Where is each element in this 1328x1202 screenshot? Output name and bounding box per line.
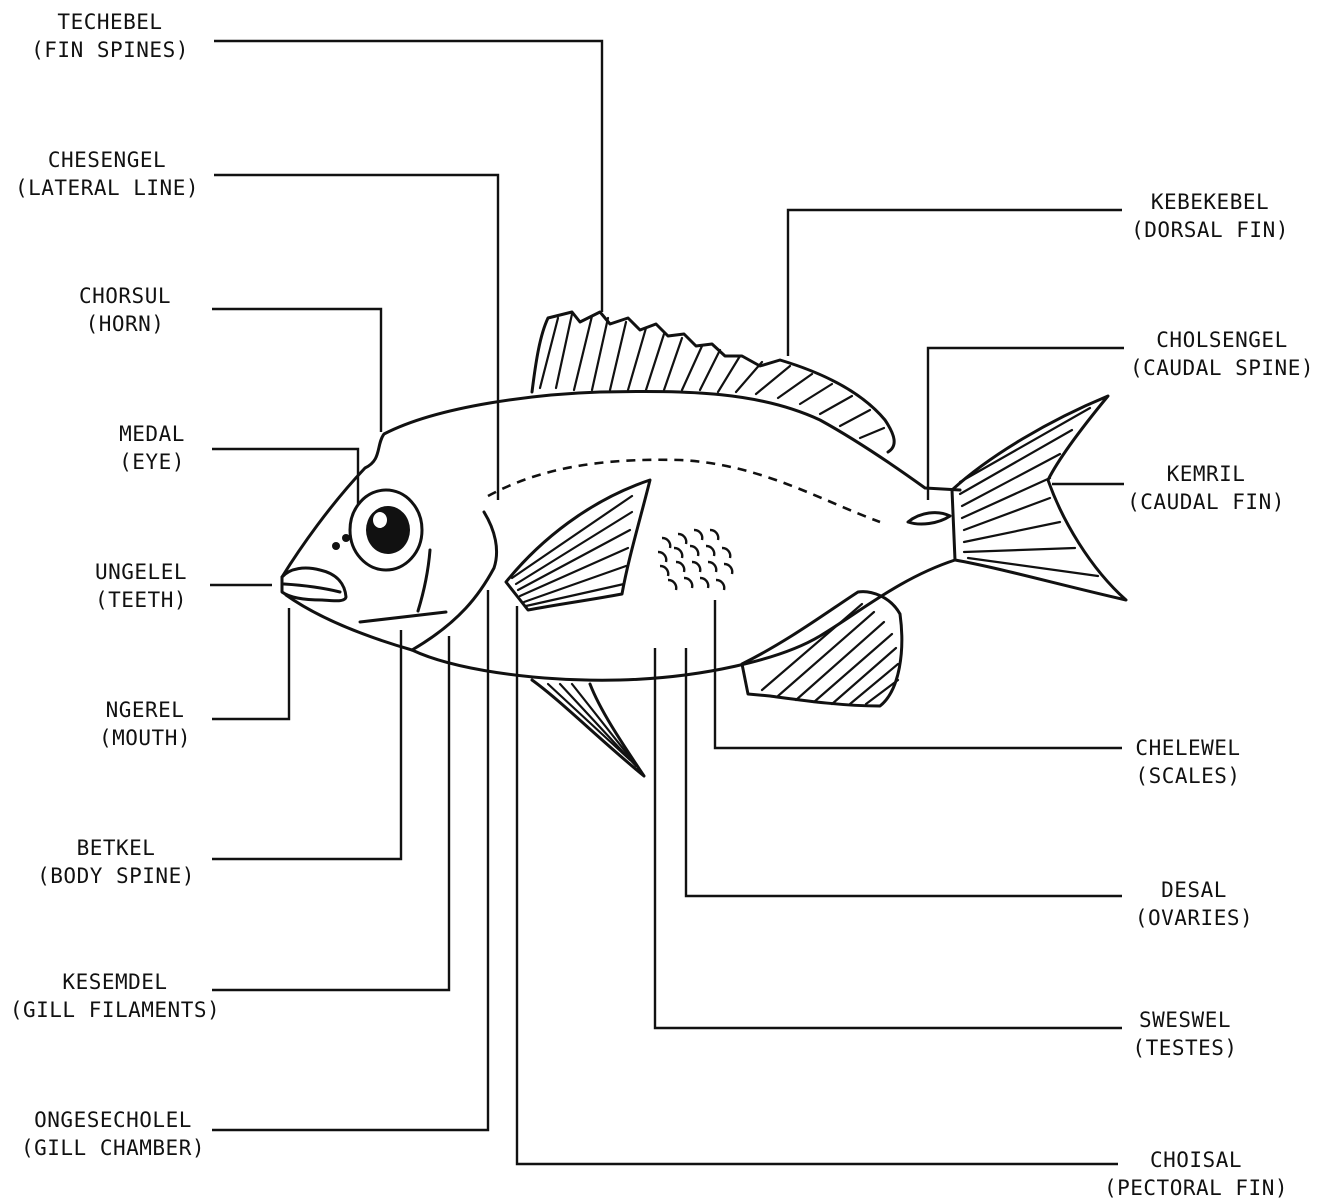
label-english: (CAUDAL SPINE) bbox=[1124, 354, 1320, 382]
label-name: ONGESECHOLEL bbox=[10, 1106, 216, 1134]
label-eye: MEDAL (EYE) bbox=[94, 420, 210, 476]
label-name: CHOISAL bbox=[1098, 1146, 1294, 1174]
label-english: (OVARIES) bbox=[1126, 904, 1262, 932]
fish-nostril-1 bbox=[332, 542, 340, 550]
label-body-spine: BETKEL (BODY SPINE) bbox=[26, 834, 206, 890]
leader-caudal-spine bbox=[928, 348, 1124, 500]
label-name: UNGELEL bbox=[76, 558, 206, 586]
label-english: (HORN) bbox=[70, 310, 180, 338]
leader-horn bbox=[212, 309, 381, 432]
label-english: (BODY SPINE) bbox=[26, 862, 206, 890]
label-name: CHORSUL bbox=[70, 282, 180, 310]
label-name: KEMRIL bbox=[1120, 460, 1292, 488]
leader-lateral-line bbox=[214, 175, 498, 500]
fish-lip-line bbox=[284, 584, 340, 592]
fish-preopercle bbox=[418, 550, 430, 611]
label-name: CHOLSENGEL bbox=[1124, 326, 1320, 354]
label-horn: CHORSUL (HORN) bbox=[70, 282, 180, 338]
leader-testes bbox=[655, 648, 1122, 1028]
fish-eye-highlight bbox=[373, 512, 387, 528]
label-name: TECHEBEL bbox=[18, 8, 202, 36]
fish-anal-fin bbox=[742, 592, 902, 706]
label-teeth: UNGELEL (TEETH) bbox=[76, 558, 206, 614]
label-name: DESAL bbox=[1126, 876, 1262, 904]
label-name: CHESENGEL bbox=[4, 146, 210, 174]
label-name: KESEMDEL bbox=[2, 968, 228, 996]
fish-cheek-spine bbox=[360, 612, 446, 622]
label-name: SWESWEL bbox=[1126, 1006, 1244, 1034]
label-english: (EYE) bbox=[94, 448, 210, 476]
label-english: (DORSAL FIN) bbox=[1124, 216, 1296, 244]
label-scales: CHELEWEL (SCALES) bbox=[1126, 734, 1250, 790]
label-english: (PECTORAL FIN) bbox=[1098, 1174, 1294, 1202]
leader-ovaries bbox=[686, 648, 1122, 896]
leader-eye bbox=[212, 449, 358, 504]
label-english: (MOUTH) bbox=[90, 724, 200, 752]
label-mouth: NGEREL (MOUTH) bbox=[90, 696, 200, 752]
leader-scales bbox=[715, 600, 1122, 748]
leader-mouth bbox=[212, 608, 289, 719]
leader-pectoral-fin bbox=[517, 606, 1118, 1164]
label-testes: SWESWEL (TESTES) bbox=[1126, 1006, 1244, 1062]
label-english: (GILL CHAMBER) bbox=[10, 1134, 216, 1162]
label-name: MEDAL bbox=[94, 420, 210, 448]
leader-gill-filaments bbox=[212, 636, 449, 990]
label-english: (SCALES) bbox=[1126, 762, 1250, 790]
fish-illustration bbox=[282, 312, 1126, 776]
label-english: (TESTES) bbox=[1126, 1034, 1244, 1062]
label-gill-chamber: ONGESECHOLEL (GILL CHAMBER) bbox=[10, 1106, 216, 1162]
label-english: (CAUDAL FIN) bbox=[1120, 488, 1292, 516]
fish-dorsal-fin-rays bbox=[540, 314, 884, 438]
fish-eye-pupil bbox=[366, 506, 410, 554]
fish-nostril-2 bbox=[342, 534, 350, 542]
label-dorsal-fin: KEBEKEBEL (DORSAL FIN) bbox=[1124, 188, 1296, 244]
label-ovaries: DESAL (OVARIES) bbox=[1126, 876, 1262, 932]
fish-pelvic-fin bbox=[532, 680, 644, 776]
label-caudal-fin: KEMRIL (CAUDAL FIN) bbox=[1120, 460, 1292, 516]
label-name: NGEREL bbox=[90, 696, 200, 724]
label-english: (FIN SPINES) bbox=[18, 36, 202, 64]
fish-scales bbox=[658, 530, 732, 590]
label-english: (TEETH) bbox=[76, 586, 206, 614]
leader-body-spine bbox=[212, 630, 401, 859]
label-caudal-spine: CHOLSENGEL (CAUDAL SPINE) bbox=[1124, 326, 1320, 382]
leader-lines bbox=[210, 41, 1124, 1164]
label-english: (LATERAL LINE) bbox=[4, 174, 210, 202]
leader-fin-spines bbox=[214, 41, 602, 312]
label-pectoral-fin: CHOISAL (PECTORAL FIN) bbox=[1098, 1146, 1294, 1202]
label-name: BETKEL bbox=[26, 834, 206, 862]
label-lateral-line: CHESENGEL (LATERAL LINE) bbox=[4, 146, 210, 202]
fish-lateral-line bbox=[488, 460, 880, 522]
fish-body-lower-outline bbox=[412, 560, 955, 680]
label-english: (GILL FILAMENTS) bbox=[2, 996, 228, 1024]
leader-dorsal-fin bbox=[788, 210, 1122, 356]
label-name: KEBEKEBEL bbox=[1124, 188, 1296, 216]
fish-pectoral-fin-rays bbox=[512, 496, 632, 606]
label-gill-filaments: KESEMDEL (GILL FILAMENTS) bbox=[2, 968, 228, 1024]
fish-caudal-spine bbox=[908, 513, 950, 524]
label-name: CHELEWEL bbox=[1126, 734, 1250, 762]
label-fin-spines: TECHEBEL (FIN SPINES) bbox=[18, 8, 202, 64]
fish-chin bbox=[286, 595, 412, 650]
